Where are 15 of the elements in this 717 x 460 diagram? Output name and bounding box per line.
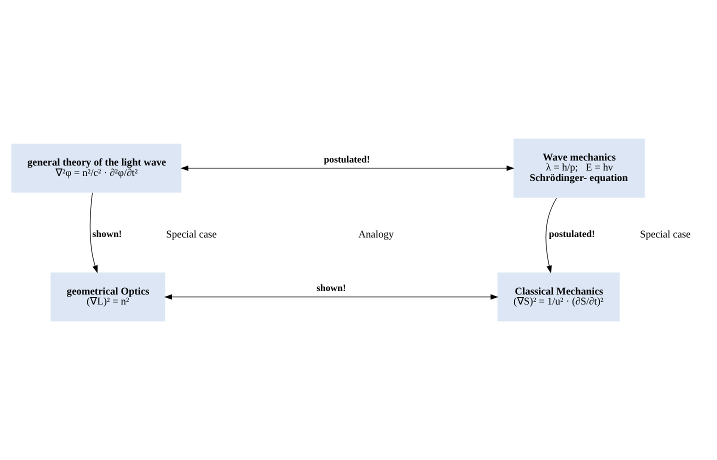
arrow <box>180 165 514 171</box>
node-box: geometrical Optics (∇L)² = n² <box>50 272 166 322</box>
arrow <box>164 294 498 300</box>
edge-label: postulated! <box>548 228 595 240</box>
arrow <box>546 198 557 274</box>
node-box: general theory of the light wave ∇²φ = n²/c² · ∂²φ/∂t² <box>11 144 182 193</box>
label: Analogy <box>358 230 394 241</box>
label: Special case <box>640 230 691 241</box>
edge-label: shown! <box>316 283 346 294</box>
node-box: Wave mechanics λ = h/p; E = hν Schrödinger- equation <box>514 138 645 198</box>
edge-label: postulated! <box>324 154 370 166</box>
arrow <box>90 192 98 274</box>
edge-label: shown! <box>92 228 122 240</box>
label: Special case <box>166 230 217 241</box>
node-box: Classical Mechanics (∇S)² = 1/u² · (∂S/∂t)² <box>497 272 620 322</box>
